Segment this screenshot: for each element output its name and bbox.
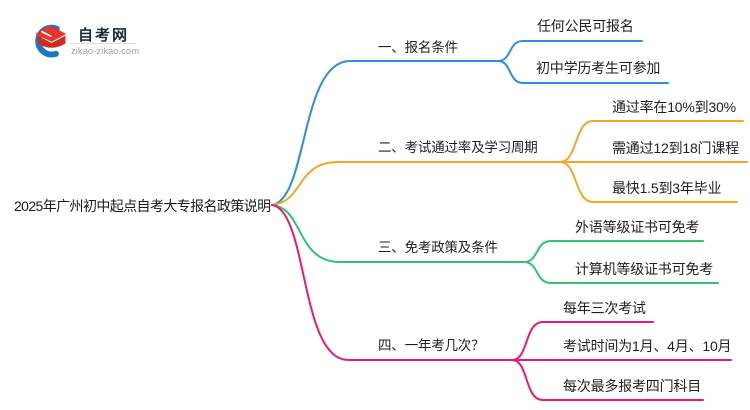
branch-2-lines [271, 120, 748, 206]
site-logo[interactable]: 自考网 zikao-zikao.com [30, 18, 150, 62]
branch-4-child-2: 考试时间为1月、4月、10月 [563, 338, 732, 354]
branch-1-child-1: 任何公民可报名 [537, 18, 634, 34]
branch-1-label: 一、报名条件 [378, 40, 458, 55]
graduation-cap-icon [35, 24, 67, 58]
logo-divider [70, 43, 136, 44]
brand-name: 自考网 [78, 27, 130, 44]
branch-4-lines [271, 204, 732, 401]
branch-4-child-3: 每次最多报考四门科目 [563, 378, 701, 394]
branch-1-child-2: 初中学历考生可参加 [536, 60, 661, 76]
main-topic: 2025年广州初中起点自考大专报名政策说明 [14, 198, 271, 214]
branch-3-label: 三、免考政策及条件 [378, 240, 498, 255]
branch-2-label: 二、考试通过率及学习周期 [378, 140, 538, 155]
branch-4-child-1: 每年三次考试 [563, 300, 646, 316]
branch-3-child-1: 外语等级证书可免考 [575, 219, 700, 235]
branch-2-child-2: 需通过12到18门课程 [612, 140, 739, 156]
branch-3-lines [271, 204, 719, 284]
branch-2-child-1: 通过率在10%到30% [612, 99, 736, 115]
branch-3-child-2: 计算机等级证书可免考 [575, 261, 713, 277]
branch-2-child-3: 最快1.5到3年毕业 [612, 180, 722, 196]
brand-domain: zikao-zikao.com [71, 46, 140, 57]
branch-1-lines [271, 40, 669, 206]
branch-4-label: 四、一年考几次？ [378, 338, 485, 353]
